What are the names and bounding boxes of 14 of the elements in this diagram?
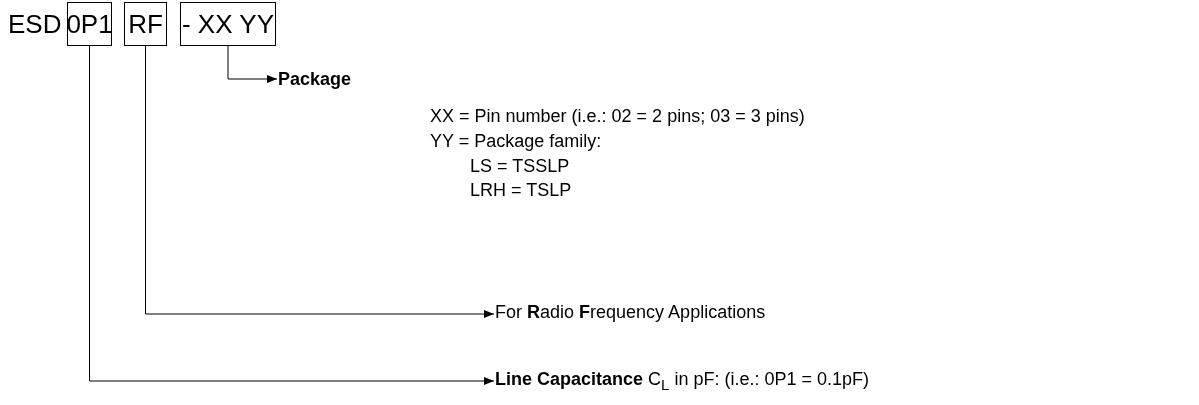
description-text: Line Capacitance C$_{L}$ in pF: (i.e.: 0P1 = 0.1pF) [495,369,869,389]
code-box: 0P1 [67,2,112,46]
description-text: LS = TSSLP [470,156,570,177]
leader-arrow [89,45,495,385]
description-text: LRH = TSLP [470,180,572,201]
code-box: RF [124,2,167,46]
section-heading: Package [278,69,352,90]
code-box: - XX YY [180,2,276,46]
description-text: YY = Package family: [430,131,602,152]
leader-arrow [227,45,278,83]
prefix-text: ESD [8,9,62,40]
description-text: XX = Pin number (i.e.: 02 = 2 pins; 03 = 3 pins) [430,106,805,127]
description-text: For Radio Frequency Applications [495,302,766,322]
leader-arrow [145,45,495,318]
